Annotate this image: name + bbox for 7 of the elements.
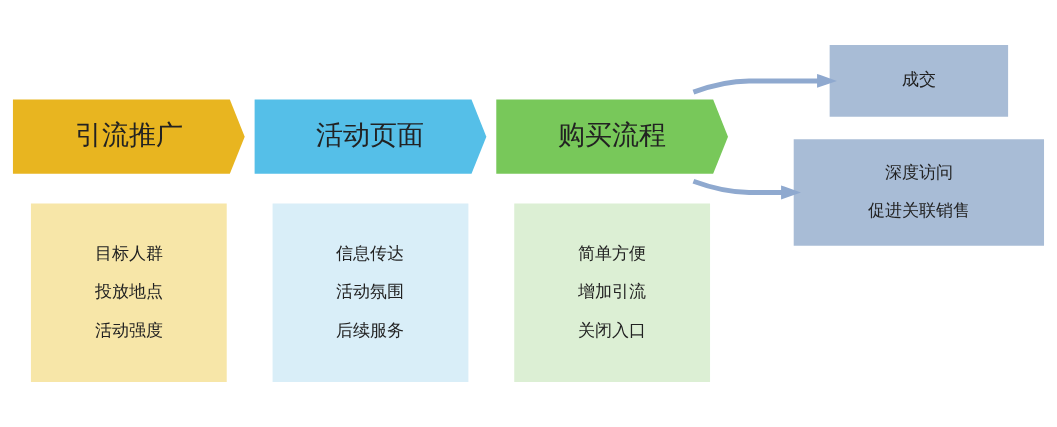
node-box: 信息传达 活动氛围 后续服务	[272, 203, 469, 383]
node-box: 深度访问 促进关联销售	[793, 139, 1045, 246]
node-box: 目标人群 投放地点 活动强度	[30, 203, 227, 383]
node-box: 成交	[829, 44, 1009, 117]
arrow	[692, 178, 801, 200]
node-box: 简单方便 增加引流 关闭入口	[514, 203, 711, 383]
arrow	[692, 73, 837, 95]
